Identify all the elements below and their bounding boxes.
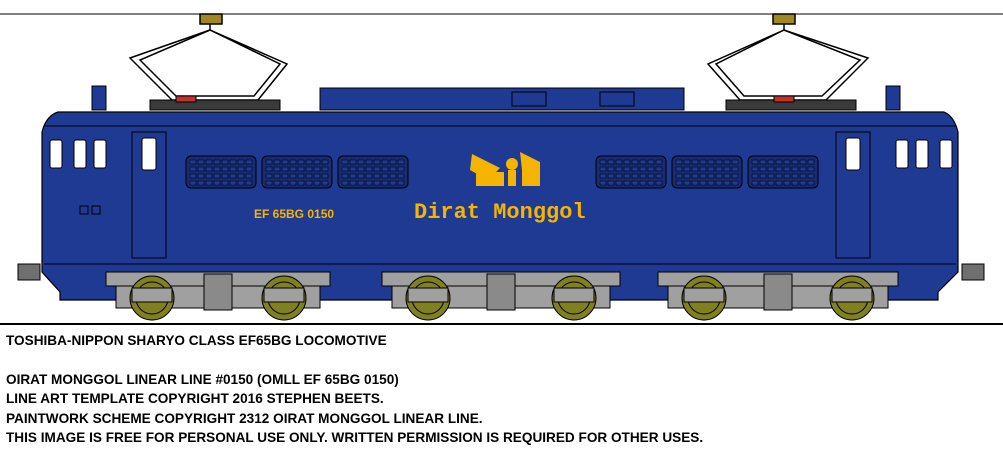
louver bbox=[671, 155, 743, 189]
cab-windows-right bbox=[835, 131, 953, 259]
pantograph-left bbox=[128, 13, 289, 101]
louver bbox=[261, 155, 333, 189]
brand-name: Dirat Monggol bbox=[414, 200, 586, 225]
louver bbox=[185, 155, 257, 189]
cab-windows-left bbox=[49, 131, 167, 259]
pantograph-right bbox=[706, 13, 870, 101]
louver bbox=[595, 155, 667, 189]
caption-line-1: TOSHIBA-NIPPON SHARYO CLASS EF65BG LOCOM… bbox=[6, 333, 387, 348]
winged-horse-emblem bbox=[470, 152, 540, 186]
number-plate: EF 65BG 0150 bbox=[254, 207, 334, 221]
couplers bbox=[17, 263, 985, 281]
caption-line-4: PAINTWORK SCHEME COPYRIGHT 2312 OIRAT MO… bbox=[6, 410, 483, 426]
locomotive-drawing: EF 65BG 0150 Dirat Monggol bbox=[0, 13, 1003, 325]
caption-line-2: OIRAT MONGGOL LINEAR LINE #0150 (OMLL EF… bbox=[6, 371, 399, 387]
bogie bbox=[657, 271, 899, 321]
bogies bbox=[105, 271, 899, 321]
side-louvers bbox=[185, 155, 819, 189]
roof-equipment bbox=[91, 85, 901, 111]
louver bbox=[337, 155, 409, 189]
bogie bbox=[105, 271, 331, 321]
caption-block: TOSHIBA-NIPPON SHARYO CLASS EF65BG LOCOM… bbox=[6, 331, 996, 447]
bogie bbox=[381, 271, 621, 321]
louver bbox=[747, 155, 819, 189]
caption-line-5: THIS IMAGE IS FREE FOR PERSONAL USE ONLY… bbox=[6, 430, 704, 446]
caption-line-3: LINE ART TEMPLATE COPYRIGHT 2016 STEPHEN… bbox=[6, 391, 384, 407]
